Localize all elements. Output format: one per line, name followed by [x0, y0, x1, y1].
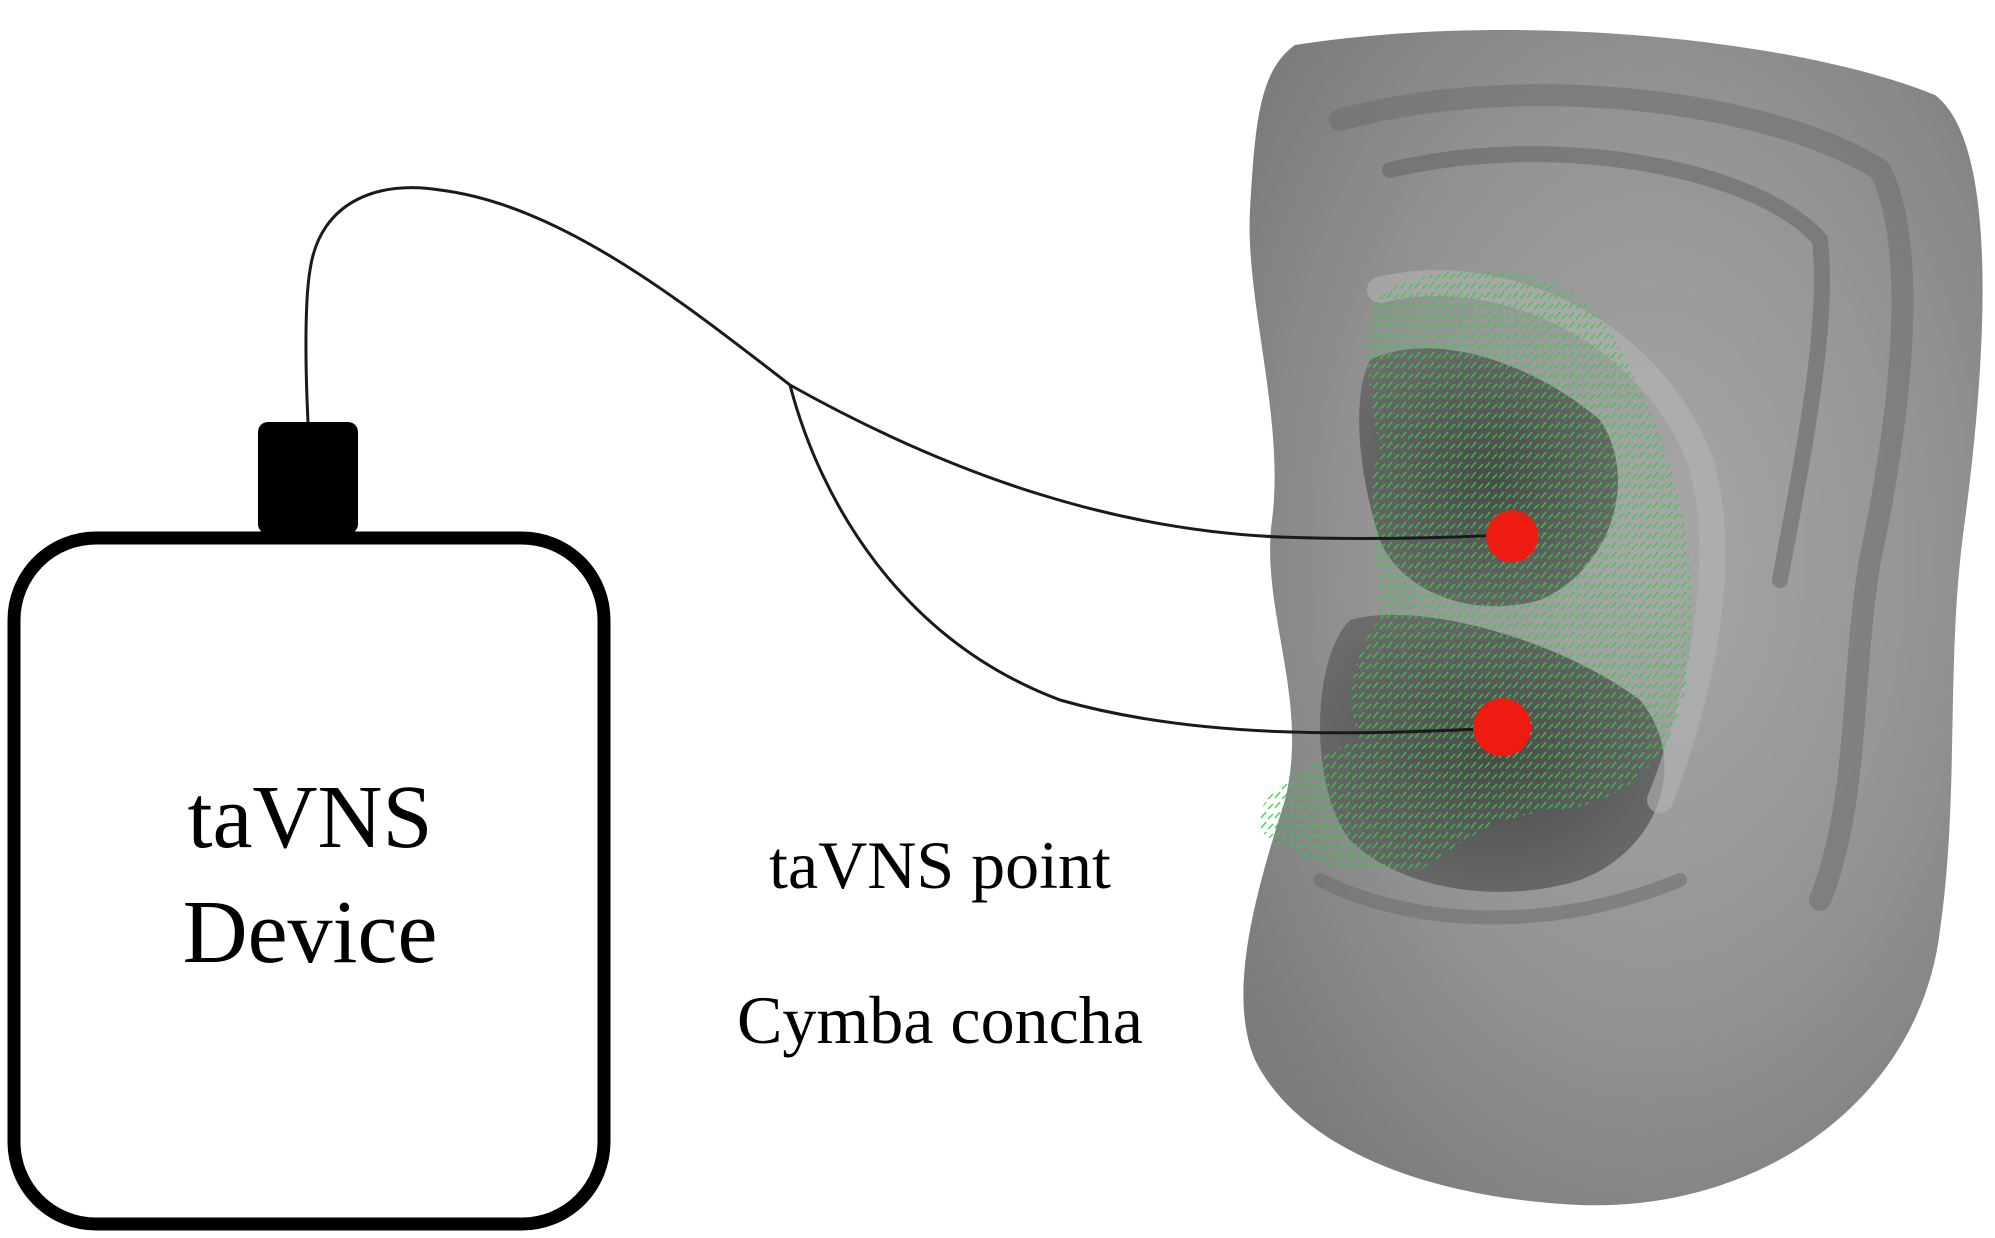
electrode-label-line1: taVNS point — [769, 827, 1111, 903]
device-body — [7, 531, 611, 1231]
electrode-dot-icon — [1486, 510, 1538, 562]
nerve-overlay — [1258, 269, 1692, 873]
electrode-label-line2: Cymba concha — [737, 982, 1143, 1058]
antitragus — [1313, 873, 1687, 925]
device-box-icon — [7, 422, 611, 1231]
helix-fold — [1329, 84, 1914, 911]
nerve-pattern-icon — [1258, 269, 1692, 873]
device-label-line2: Device — [182, 883, 438, 982]
wire-lower — [788, 384, 1501, 735]
wire-upper — [304, 186, 1506, 540]
electrode-dot-icon — [1473, 698, 1531, 756]
device-label: taVNS Device — [20, 760, 600, 990]
scapha — [1382, 146, 1830, 588]
device-connector — [258, 422, 358, 534]
device-label-line1: taVNS — [187, 768, 433, 867]
wires — [304, 186, 1506, 735]
